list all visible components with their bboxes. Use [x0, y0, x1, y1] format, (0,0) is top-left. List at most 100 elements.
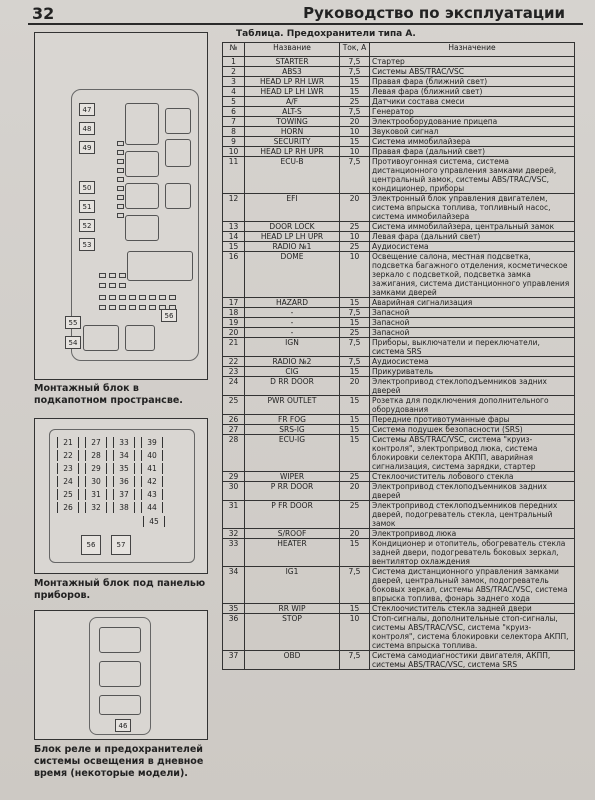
fuse-label: 48 — [79, 122, 95, 135]
fuse-current-cell: 7,5 — [339, 106, 370, 117]
fuse-name-cell: HEAD LP RH LWR — [244, 76, 340, 87]
fuse-number-cell: 6 — [222, 106, 245, 117]
fuse-purpose-cell: Система самодиагностики двигателя, АКПП,… — [369, 650, 575, 670]
fuse-current-cell: 20 — [339, 193, 370, 222]
fuse-current-cell: 25 — [339, 241, 370, 252]
fuse-purpose-cell: Электропривод люка — [369, 528, 575, 539]
fuse-current-cell: 15 — [339, 366, 370, 377]
fuse-purpose-cell: Электронный блок управления двигателем, … — [369, 193, 575, 222]
fuse-label: 37 — [113, 489, 135, 500]
fuse-number-cell: 7 — [222, 116, 245, 127]
fuse-purpose-cell: Прикуриватель — [369, 366, 575, 377]
fuse-current-cell: 10 — [339, 613, 370, 651]
fuse-number-cell: 18 — [222, 307, 245, 318]
fuse-current-cell: 15 — [339, 136, 370, 147]
fuse-current-cell: 15 — [339, 434, 370, 472]
fuse-label: 52 — [79, 219, 95, 232]
fuse-number-cell: 28 — [222, 434, 245, 472]
fuse-name-cell: HORN — [244, 126, 340, 137]
fuse-name-cell: STARTER — [244, 56, 340, 67]
fuse-current-cell: 25 — [339, 221, 370, 232]
fuse-purpose-cell: Звуковой сигнал — [369, 126, 575, 137]
fuse-number-cell: 17 — [222, 297, 245, 308]
fuse-purpose-cell: Генератор — [369, 106, 575, 117]
ip-block-caption: Монтажный блок под панелью приборов. — [34, 578, 206, 601]
fuse-number-cell: 32 — [222, 528, 245, 539]
fuse-number-cell: 1 — [222, 56, 245, 67]
fuse-current-cell: 7,5 — [339, 66, 370, 77]
fuse-label: 42 — [141, 476, 163, 487]
fuse-name-cell: HEAD LP LH UPR — [244, 231, 340, 242]
fuse-current-cell: 7,5 — [339, 156, 370, 194]
fuse-current-cell: 10 — [339, 126, 370, 137]
fuse-current-cell: 20 — [339, 528, 370, 539]
fuse-label: 28 — [85, 450, 107, 461]
fuse-name-cell: ABS3 — [244, 66, 340, 77]
fuse-label: 34 — [113, 450, 135, 461]
fuse-number-cell: 13 — [222, 221, 245, 232]
fuse-name-cell: HAZARD — [244, 297, 340, 308]
fuse-purpose-cell: Запасной — [369, 307, 575, 318]
fuse-label: 43 — [141, 489, 163, 500]
fuse-name-cell: WIPER — [244, 471, 340, 482]
fuse-number-cell: 9 — [222, 136, 245, 147]
fuse-label: 29 — [85, 463, 107, 474]
fuse-label: 54 — [65, 336, 81, 349]
fuse-label: 49 — [79, 141, 95, 154]
fuse-current-cell: 15 — [339, 603, 370, 614]
fuse-current-cell: 15 — [339, 414, 370, 425]
column-header: Назначение — [369, 42, 575, 57]
fuse-current-cell: 10 — [339, 146, 370, 157]
drl-block-caption: Блок реле и предохранителей системы осве… — [34, 744, 204, 779]
fuse-current-cell: 15 — [339, 395, 370, 415]
fuse-purpose-cell: Стеклоочиститель стекла задней двери — [369, 603, 575, 614]
fuse-name-cell: D RR DOOR — [244, 376, 340, 396]
fuse-current-cell: 15 — [339, 297, 370, 308]
fuse-purpose-cell: Датчики состава смеси — [369, 96, 575, 107]
fuse-number-cell: 8 — [222, 126, 245, 137]
fuse-current-cell: 15 — [339, 317, 370, 328]
fuse-purpose-cell: Розетка для подключения дополнительного … — [369, 395, 575, 415]
fuse-label: 27 — [85, 437, 107, 448]
fuse-purpose-cell: Левая фара (ближний свет) — [369, 86, 575, 97]
fuse-name-cell: - — [244, 307, 340, 318]
fuse-number-cell: 34 — [222, 566, 245, 604]
fuse-label: 53 — [79, 238, 95, 251]
fuse-number-cell: 2 — [222, 66, 245, 77]
fuse-name-cell: DOOR LOCK — [244, 221, 340, 232]
fuse-name-cell: P FR DOOR — [244, 500, 340, 529]
fuse-number-cell: 26 — [222, 414, 245, 425]
fuse-number-cell: 15 — [222, 241, 245, 252]
relay-label: 57 — [111, 535, 131, 555]
fuse-purpose-cell: Система дистанционного управления замкам… — [369, 566, 575, 604]
fuse-name-cell: SECURITY — [244, 136, 340, 147]
fuse-number-cell: 30 — [222, 481, 245, 501]
fuse-number-cell: 31 — [222, 500, 245, 529]
fuse-purpose-cell: Аудиосистема — [369, 356, 575, 367]
fuse-current-cell: 7,5 — [339, 566, 370, 604]
fuse-label: 25 — [57, 489, 79, 500]
fuse-purpose-cell: Противоугонная система, система дистанци… — [369, 156, 575, 194]
fuse-purpose-cell: Кондиционер и отопитель, обогреватель ст… — [369, 538, 575, 567]
fuse-name-cell: PWR OUTLET — [244, 395, 340, 415]
fuse-name-cell: P RR DOOR — [244, 481, 340, 501]
fuse-name-cell: RADIO №2 — [244, 356, 340, 367]
fuse-label: 41 — [141, 463, 163, 474]
fuse-current-cell: 15 — [339, 538, 370, 567]
